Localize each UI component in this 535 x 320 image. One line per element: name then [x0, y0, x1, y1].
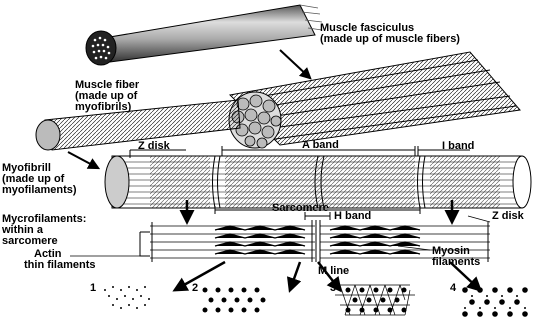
label-section-1: 1 — [90, 283, 96, 294]
label-muscle-fasciculus: Muscle fasciculus (made up of muscle fib… — [320, 23, 460, 45]
label-z-disk-top: Z disk — [138, 141, 170, 152]
cross-section-1 — [104, 286, 150, 309]
cross-section-3 — [335, 285, 415, 315]
label-myosin: Myosin filaments — [432, 246, 480, 268]
label-muscle-fiber: Muscle fiber (made up of myofibrils) — [75, 80, 139, 113]
label-myofibril: Myofibrill (made up of myofilaments) — [2, 163, 77, 196]
label-h-band: H band — [334, 211, 371, 222]
label-a-band: A band — [302, 140, 339, 151]
label-section-4: 4 — [450, 283, 456, 294]
arrow-to-section-1 — [175, 262, 225, 290]
label-m-line: M line — [318, 266, 349, 277]
label-sarcomere: Sarcomere — [272, 203, 329, 214]
label-section-3: 3 — [330, 283, 336, 294]
cross-section-2 — [203, 288, 266, 313]
muscle-fiber-bundle-illustration — [229, 52, 520, 148]
arrow-to-section-2 — [290, 262, 300, 290]
label-i-band: I band — [442, 141, 474, 152]
label-mycrofilaments: Mycrofilaments: within a sarcomere — [2, 214, 86, 247]
label-actin: Actin thin filaments — [24, 249, 96, 271]
label-section-2: 2 — [192, 283, 198, 294]
myofibril-illustration — [105, 156, 531, 208]
label-z-disk-right: Z disk — [492, 211, 524, 222]
arrow-fasciculus-to-fibers — [280, 50, 310, 78]
cross-section-4 — [462, 287, 528, 317]
